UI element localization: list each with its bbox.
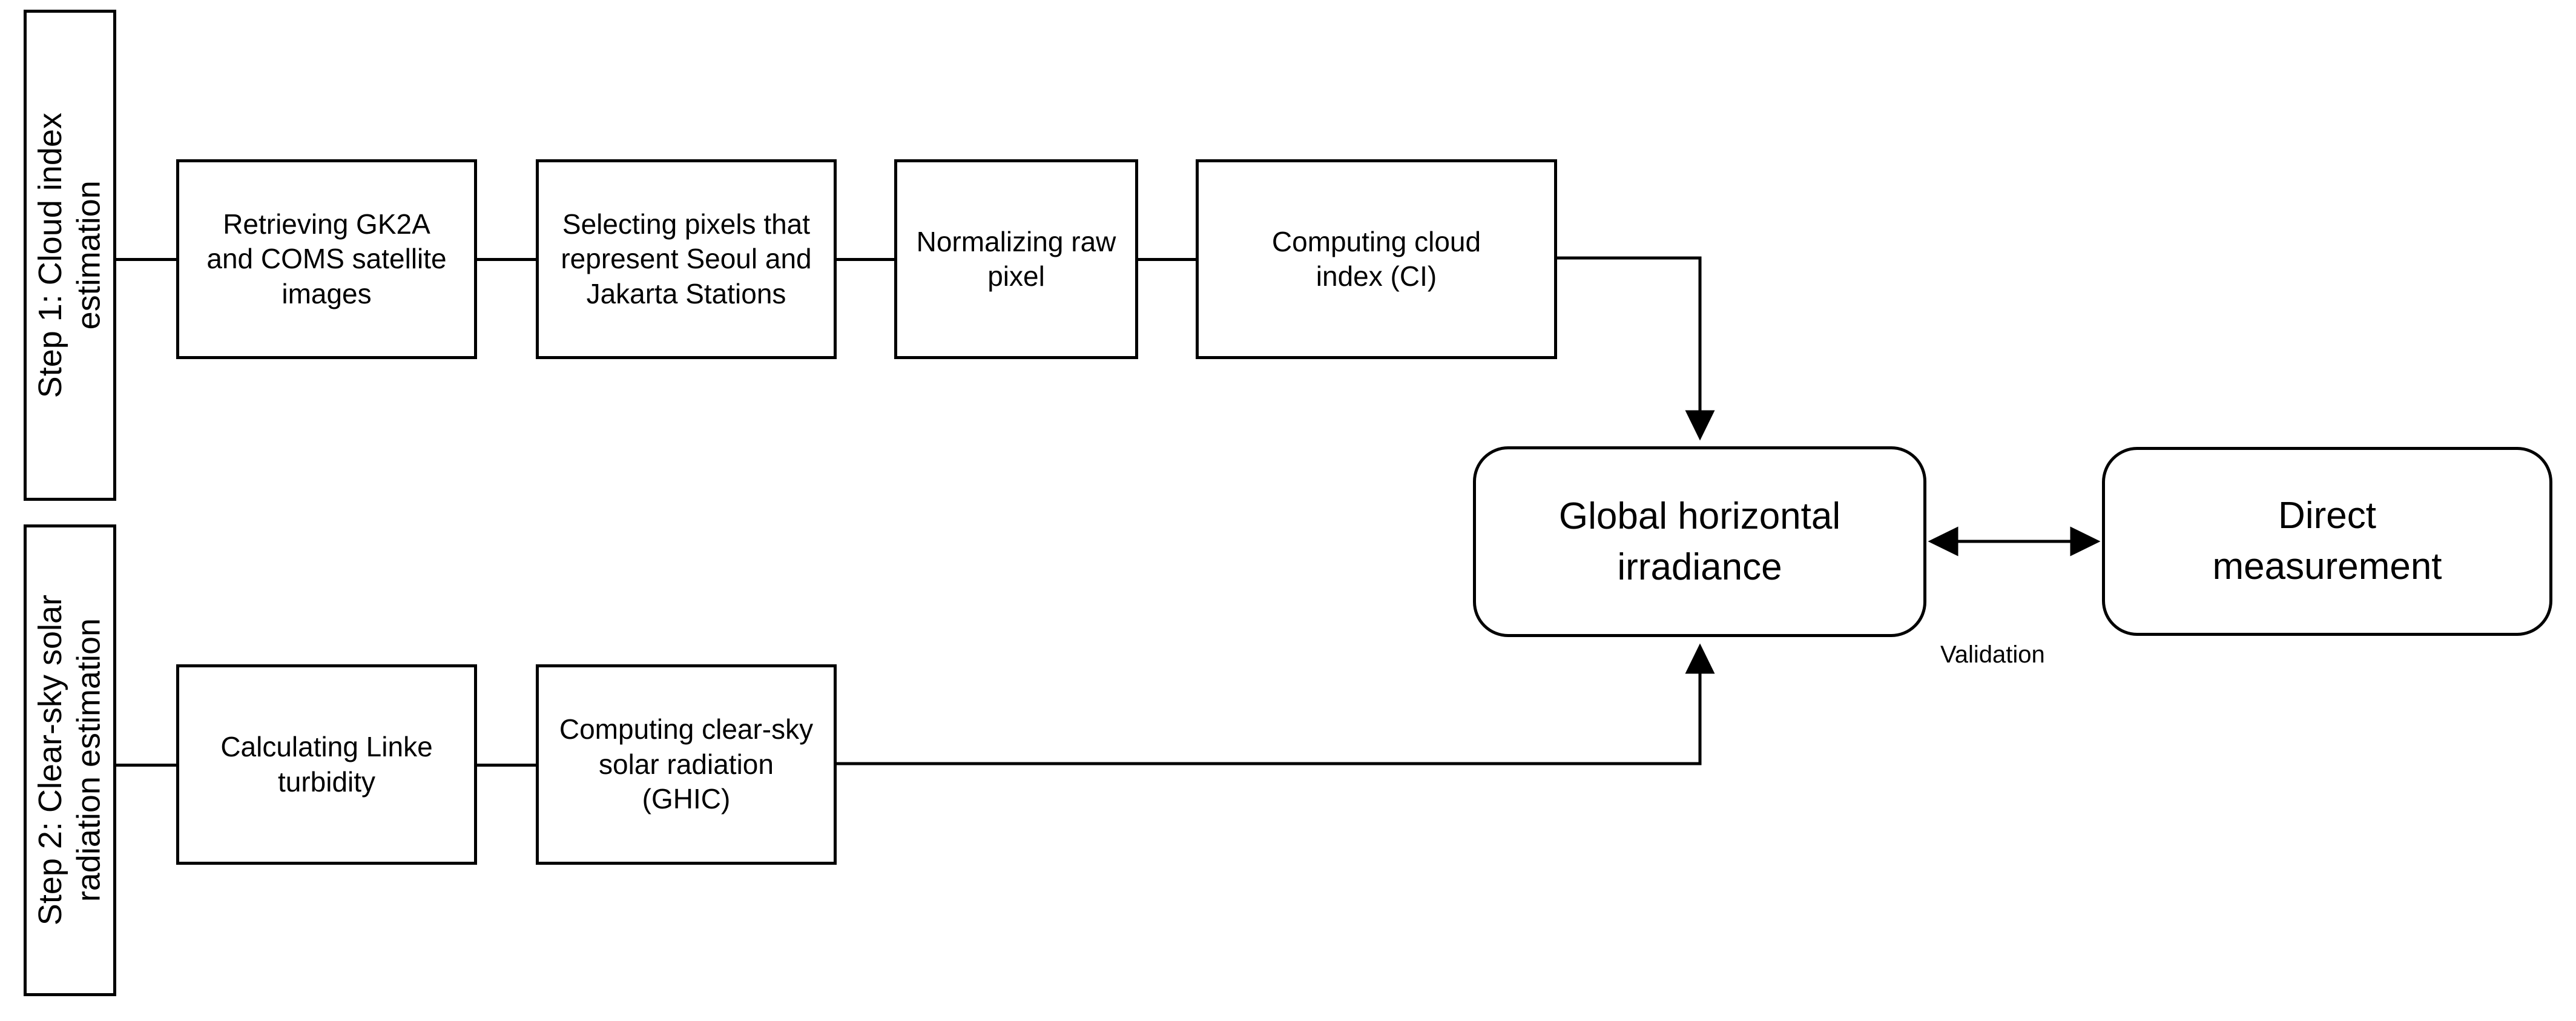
process-box-normalizing-raw-pixel-label: Normalizing raw pixel bbox=[916, 225, 1116, 292]
process-box-retrieving-satellite-images-label: Retrieving GK2A and COMS satellite image… bbox=[206, 208, 447, 309]
stage-label-step-1: Step 1: Cloud index estimation bbox=[24, 10, 116, 501]
stage-label-step-1-text: Step 1: Cloud index estimation bbox=[31, 112, 107, 398]
arrow-clearsky-to-ghi bbox=[837, 643, 1715, 765]
process-box-computing-clear-sky-radiation[interactable]: Computing clear-sky solar radiation (GHI… bbox=[536, 664, 837, 865]
connector-linke-to-clearsky bbox=[477, 764, 536, 767]
stage-label-step-2: Step 2: Clear-sky solar radiation estima… bbox=[24, 524, 116, 996]
result-box-global-horizontal-irradiance-label: Global horizontal irradiance bbox=[1558, 495, 1841, 588]
process-box-computing-cloud-index[interactable]: Computing cloud index (CI) bbox=[1196, 159, 1557, 359]
process-box-selecting-pixels[interactable]: Selecting pixels that represent Seoul an… bbox=[536, 159, 837, 359]
process-box-retrieving-satellite-images[interactable]: Retrieving GK2A and COMS satellite image… bbox=[176, 159, 477, 359]
process-box-computing-cloud-index-label: Computing cloud index (CI) bbox=[1271, 225, 1481, 292]
process-box-computing-clear-sky-radiation-label: Computing clear-sky solar radiation (GHI… bbox=[559, 713, 814, 815]
arrow-cloudindex-to-ghi bbox=[1557, 256, 1715, 441]
edge-label-validation: Validation bbox=[1940, 641, 2045, 668]
process-box-calculating-linke-turbidity[interactable]: Calculating Linke turbidity bbox=[176, 664, 477, 865]
connector-normalizing-to-cloudindex bbox=[1138, 258, 1196, 261]
process-box-normalizing-raw-pixel[interactable]: Normalizing raw pixel bbox=[894, 159, 1138, 359]
connector-step1-to-retrieving bbox=[116, 258, 176, 261]
stage-label-step-2-text: Step 2: Clear-sky solar radiation estima… bbox=[31, 595, 107, 926]
result-box-direct-measurement-label: Direct measurement bbox=[2212, 495, 2442, 587]
connector-selecting-to-normalizing bbox=[837, 258, 894, 261]
process-box-selecting-pixels-label: Selecting pixels that represent Seoul an… bbox=[561, 208, 812, 309]
result-box-global-horizontal-irradiance[interactable]: Global horizontal irradiance bbox=[1473, 446, 1926, 637]
connector-retrieving-to-selecting bbox=[477, 258, 536, 261]
process-box-calculating-linke-turbidity-label: Calculating Linke turbidity bbox=[220, 731, 433, 798]
result-box-direct-measurement[interactable]: Direct measurement bbox=[2102, 447, 2552, 636]
connector-step2-to-linke bbox=[116, 764, 176, 767]
